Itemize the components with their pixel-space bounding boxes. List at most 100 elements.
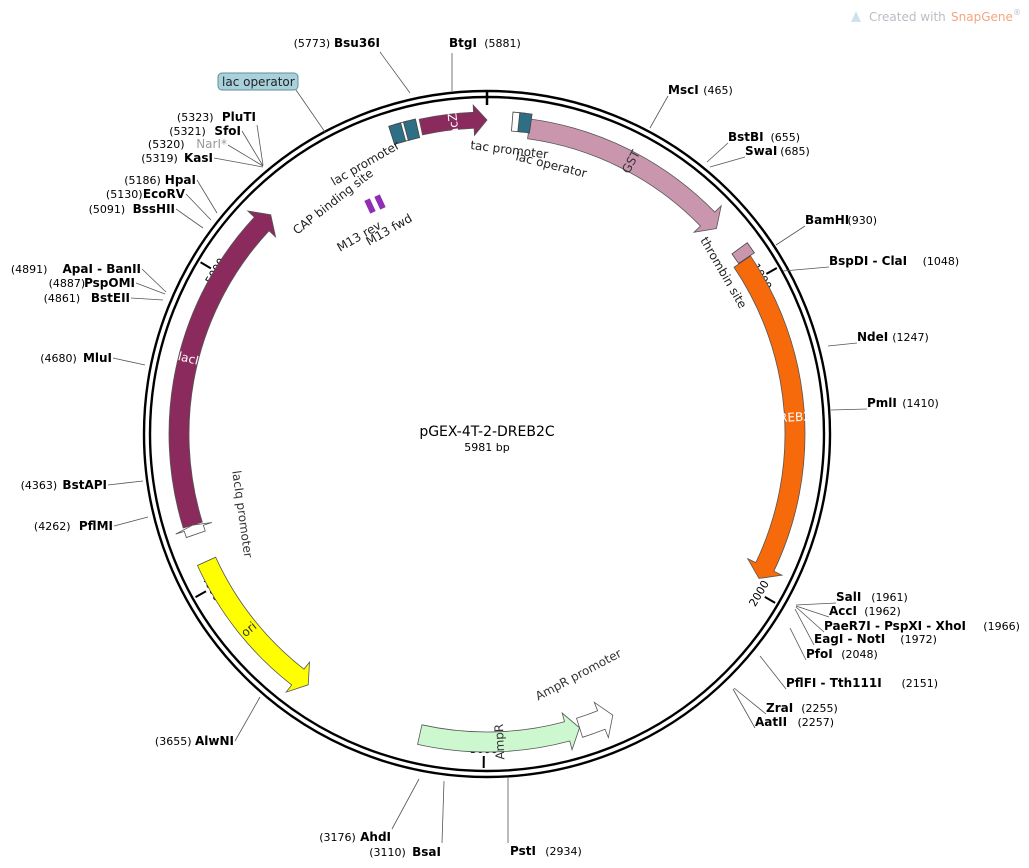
- feature-lacza-arrow: [418, 104, 488, 137]
- site-acci[interactable]: AccI(1962): [795, 604, 901, 618]
- site-pflmi[interactable]: PflMI(4262): [34, 516, 149, 533]
- site-pflmi-leader: [113, 516, 149, 527]
- site-position: (3176): [319, 831, 356, 844]
- watermark-registered-mark: ®: [1013, 8, 1021, 17]
- site-name: MscI: [668, 83, 699, 97]
- site-position: (3655): [155, 735, 192, 748]
- site-name: NarI*: [196, 137, 227, 151]
- site-position: (5881): [484, 37, 521, 50]
- small-feature-lac-op: [402, 118, 421, 141]
- site-eagi-noti[interactable]: EagI - NotI(1972): [794, 608, 937, 646]
- site-ecorv[interactable]: EcoRV(5130): [106, 187, 212, 221]
- site-sfoi[interactable]: SfoI(5321): [169, 124, 264, 167]
- site-bstapi[interactable]: BstAPI(4363): [21, 478, 144, 492]
- site-position: (2048): [841, 648, 878, 661]
- site-name: ApaI - BanII: [63, 262, 142, 276]
- site-btgi[interactable]: BtgI (5881): [449, 36, 521, 91]
- site-position: (5130): [106, 188, 143, 201]
- site-name: BssHII: [133, 202, 175, 216]
- site-pmli[interactable]: PmlI (1410): [830, 396, 939, 411]
- site-msci-leader: [649, 95, 669, 129]
- site-aatii[interactable]: AatII(2257): [732, 688, 834, 729]
- site-sali[interactable]: SalI(1961): [795, 590, 908, 606]
- site-position: (1247): [892, 331, 929, 344]
- site-sali-leader: [795, 602, 837, 606]
- site-eagi-noti-leader: [794, 608, 815, 646]
- site-acci-leader: [795, 605, 830, 618]
- site-bsteii[interactable]: BstEII(4861): [44, 291, 164, 305]
- site-pspomi[interactable]: PspOMI(4887): [49, 276, 166, 295]
- feature-ampr-promoter-label: AmpR promoter: [533, 646, 624, 703]
- site-apai-banii[interactable]: ApaI - BanII(4891): [11, 262, 167, 293]
- site-bstapi-leader: [107, 480, 144, 486]
- site-position: (4680): [40, 352, 77, 365]
- site-name: PmlI: [867, 396, 897, 410]
- site-ndei-leader: [827, 342, 858, 347]
- site-name: PflFI - Tth111I: [786, 676, 882, 690]
- site-position: (685): [780, 145, 810, 158]
- site-paer7i-pspxi-xhoi[interactable]: PaeR7I - PspXI - XhoI(1966): [795, 606, 1020, 633]
- feature-gst-arrow: [527, 118, 722, 233]
- site-pflfi-tth111i-leader: [759, 655, 787, 690]
- lac-operator-callout-leader: [295, 89, 326, 133]
- site-pluti-leader: [256, 124, 264, 166]
- site-name: AhdI: [360, 830, 391, 844]
- site-pflfi-tth111i[interactable]: PflFI - Tth111I (2151): [759, 655, 939, 690]
- small-feature-thrombin: [731, 242, 755, 264]
- snapgene-logo-icon: [851, 11, 861, 22]
- site-hpai[interactable]: HpaI(5186): [124, 173, 218, 214]
- site-bsu36i-leader: [379, 51, 411, 94]
- site-bamhi[interactable]: BamHI(930): [775, 213, 877, 246]
- feature-ori-arrow: [196, 556, 310, 693]
- site-bsu36i[interactable]: Bsu36I(5773): [294, 36, 411, 94]
- site-bsai[interactable]: BsaI(3110): [369, 780, 445, 859]
- site-name: SfoI: [214, 124, 241, 138]
- lac-operator-label-right: lac operator: [514, 149, 588, 180]
- feature-laci-label: lacI: [177, 349, 201, 368]
- site-mlui[interactable]: MluI (4680): [40, 351, 146, 366]
- site-bstbi[interactable]: BstBI(655): [706, 130, 800, 163]
- site-bsshii[interactable]: BssHII(5091): [89, 202, 204, 229]
- site-position: (1966): [983, 620, 1020, 633]
- site-name: BstBI: [728, 130, 764, 144]
- site-name: BspDI - ClaI: [829, 254, 907, 268]
- site-bspdi-clai[interactable]: BspDI - ClaI(1048): [782, 254, 959, 272]
- site-name: PspOMI: [84, 276, 135, 290]
- site-ecorv-leader: [185, 193, 212, 221]
- site-zrai-leader: [733, 687, 767, 715]
- site-swai[interactable]: SwaI(685): [709, 144, 810, 168]
- site-position: (1410): [902, 397, 939, 410]
- site-name: EcoRV: [143, 187, 186, 201]
- site-name: BtgI: [449, 36, 477, 50]
- site-bsteii-leader: [130, 297, 164, 301]
- site-zrai[interactable]: ZraI(2255): [733, 687, 838, 715]
- site-bsshii-leader: [175, 208, 204, 229]
- site-ahdi[interactable]: AhdI (3176): [319, 778, 420, 844]
- site-sfoi-leader: [241, 130, 264, 167]
- site-kasi[interactable]: KasI(5319): [141, 151, 264, 168]
- site-name: SwaI: [745, 144, 777, 158]
- site-position: (4861): [44, 292, 81, 305]
- site-msci[interactable]: MscI(465): [649, 83, 733, 129]
- site-nari[interactable]: NarI*(5320): [148, 137, 264, 167]
- feature-laci-arrow: [168, 210, 277, 529]
- site-position: (1972): [900, 633, 937, 646]
- tick-2000: [764, 595, 776, 604]
- site-pfoi[interactable]: PfoI (2048): [789, 627, 878, 661]
- site-name: Bsu36I: [334, 36, 380, 50]
- center-label: pGEX-4T-2-DREB2C 5981 bp: [419, 424, 555, 454]
- site-name: MluI: [83, 351, 112, 365]
- site-position: (2151): [902, 677, 939, 690]
- plasmid-name: pGEX-4T-2-DREB2C: [419, 424, 555, 440]
- site-psti[interactable]: PstI(2934): [507, 777, 582, 858]
- site-name: BsaI: [412, 845, 441, 859]
- site-pluti[interactable]: PluTI(5323): [177, 110, 264, 166]
- site-name: HpaI: [165, 173, 196, 187]
- site-ahdi-leader: [391, 778, 420, 830]
- site-ndei[interactable]: NdeI(1247): [827, 330, 929, 347]
- site-position: (1961): [871, 591, 908, 604]
- site-name: PfoI: [806, 647, 833, 661]
- lac-operator-callout-label: lac operator: [222, 75, 295, 89]
- site-alwni[interactable]: AlwNI(3655): [155, 696, 261, 748]
- site-bsai-leader: [441, 780, 445, 844]
